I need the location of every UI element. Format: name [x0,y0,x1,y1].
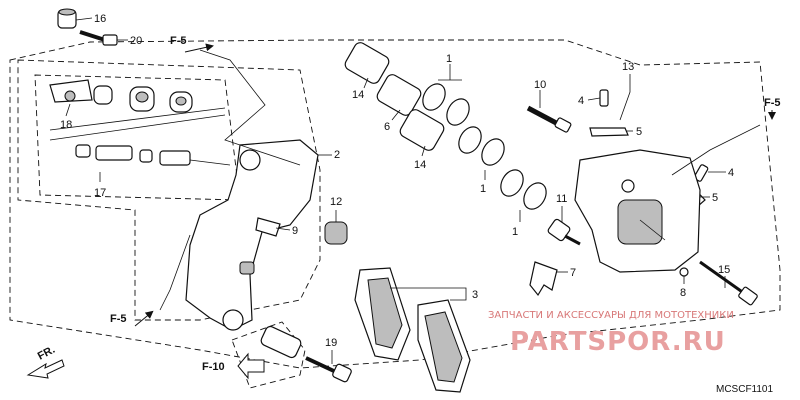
part-9-pad-spring [255,217,281,237]
leader-13 [619,74,631,121]
callout-12: 12 [330,196,342,208]
pin-guide-line-1 [49,107,226,131]
leader-16 [75,17,93,21]
part-7-retainer [529,261,558,297]
leader-3 [390,287,467,301]
part-6-piston [376,74,422,116]
bolt-group-outline [231,321,306,389]
callout-1-a: 1 [446,53,452,65]
leader-6 [391,109,401,121]
callout-4-right: 4 [728,167,734,179]
part-1-seal-set-b [458,126,505,166]
callout-14-top: 14 [352,89,364,101]
callout-20: 20 [130,35,142,47]
callout-19: 19 [325,337,337,349]
leader-14-top [363,77,369,89]
bracket-group-outline [17,59,321,321]
callout-1-b: 1 [480,183,486,195]
part-15-bolt [699,260,758,306]
part-1-seal-set-a [422,83,470,126]
callout-8: 8 [680,287,686,299]
callout-17: 17 [94,187,106,199]
part-17-slide-pins [75,144,191,166]
ref-line-f5-top [199,49,301,166]
ref-label-f5-left: F-5 [110,313,127,325]
callout-2: 2 [334,149,340,161]
callout-3: 3 [472,289,478,301]
leader-14-bottom [421,145,426,157]
part-14-piston-upper [344,42,390,84]
callout-9: 9 [292,225,298,237]
part-14-piston-lower [399,109,445,151]
caliper-assembly-outline [9,39,781,369]
callout-1-c: 1 [512,226,518,238]
part-13-caliper-body [574,149,701,273]
ref-label-f10: F-10 [202,361,225,373]
ref-label-f5-top: F-5 [170,35,187,47]
watermark-tagline: ЗАПЧАСТИ И АКСЕССУАРЫ ДЛЯ МОТОТЕХНИКИ [488,310,734,321]
ref-line-f5-left [159,234,191,311]
part-4-bleeder-upper [599,89,609,107]
diagram-code: MCSCF1101 [716,384,773,395]
part-3-brake-pad-outer [354,267,411,361]
watermark-site: PARTSPOR.RU [510,327,726,357]
callout-11: 11 [556,193,567,205]
leader-18 [65,103,71,117]
leader-4-top [587,97,601,101]
part-3-brake-pad-inner [417,299,471,393]
callout-13: 13 [622,61,634,73]
arrow-front [26,359,65,379]
callout-5-right: 5 [712,192,718,204]
part-18-pin-set [49,79,193,113]
part-12-boot [324,221,348,245]
arrow-f10 [237,352,265,380]
callout-4-top: 4 [578,95,584,107]
part-20-bolt [79,30,118,46]
callout-10: 10 [534,79,546,91]
callout-5-top: 5 [636,126,642,138]
leader-9 [275,227,291,231]
callout-6: 6 [384,121,390,133]
callout-16: 16 [94,13,106,25]
part-10-pad-pin [526,105,572,133]
part-2-caliper-bracket [185,139,319,331]
part-8-washer [679,267,689,277]
arrow-f5-top [184,43,214,53]
callout-14-bottom: 14 [414,159,426,171]
pin-guide-line-2 [49,114,226,141]
ref-line-f5-right [671,124,761,176]
ref-label-front: FR. [36,344,57,363]
callout-15: 15 [718,264,730,276]
part-16-sleeve [57,8,77,29]
arrow-f5-left [134,310,154,327]
leader-1-a [438,64,462,81]
callout-7: 7 [570,267,576,279]
part-5-spring-upper [589,127,629,137]
pin-guide-line-3 [189,159,231,166]
ref-label-f5-right: F-5 [764,97,781,109]
part-19-mounting-bolt [260,325,352,383]
part-1-seal-set-c [500,169,547,210]
callout-18: 18 [60,119,72,131]
part-11-screw [547,218,581,246]
